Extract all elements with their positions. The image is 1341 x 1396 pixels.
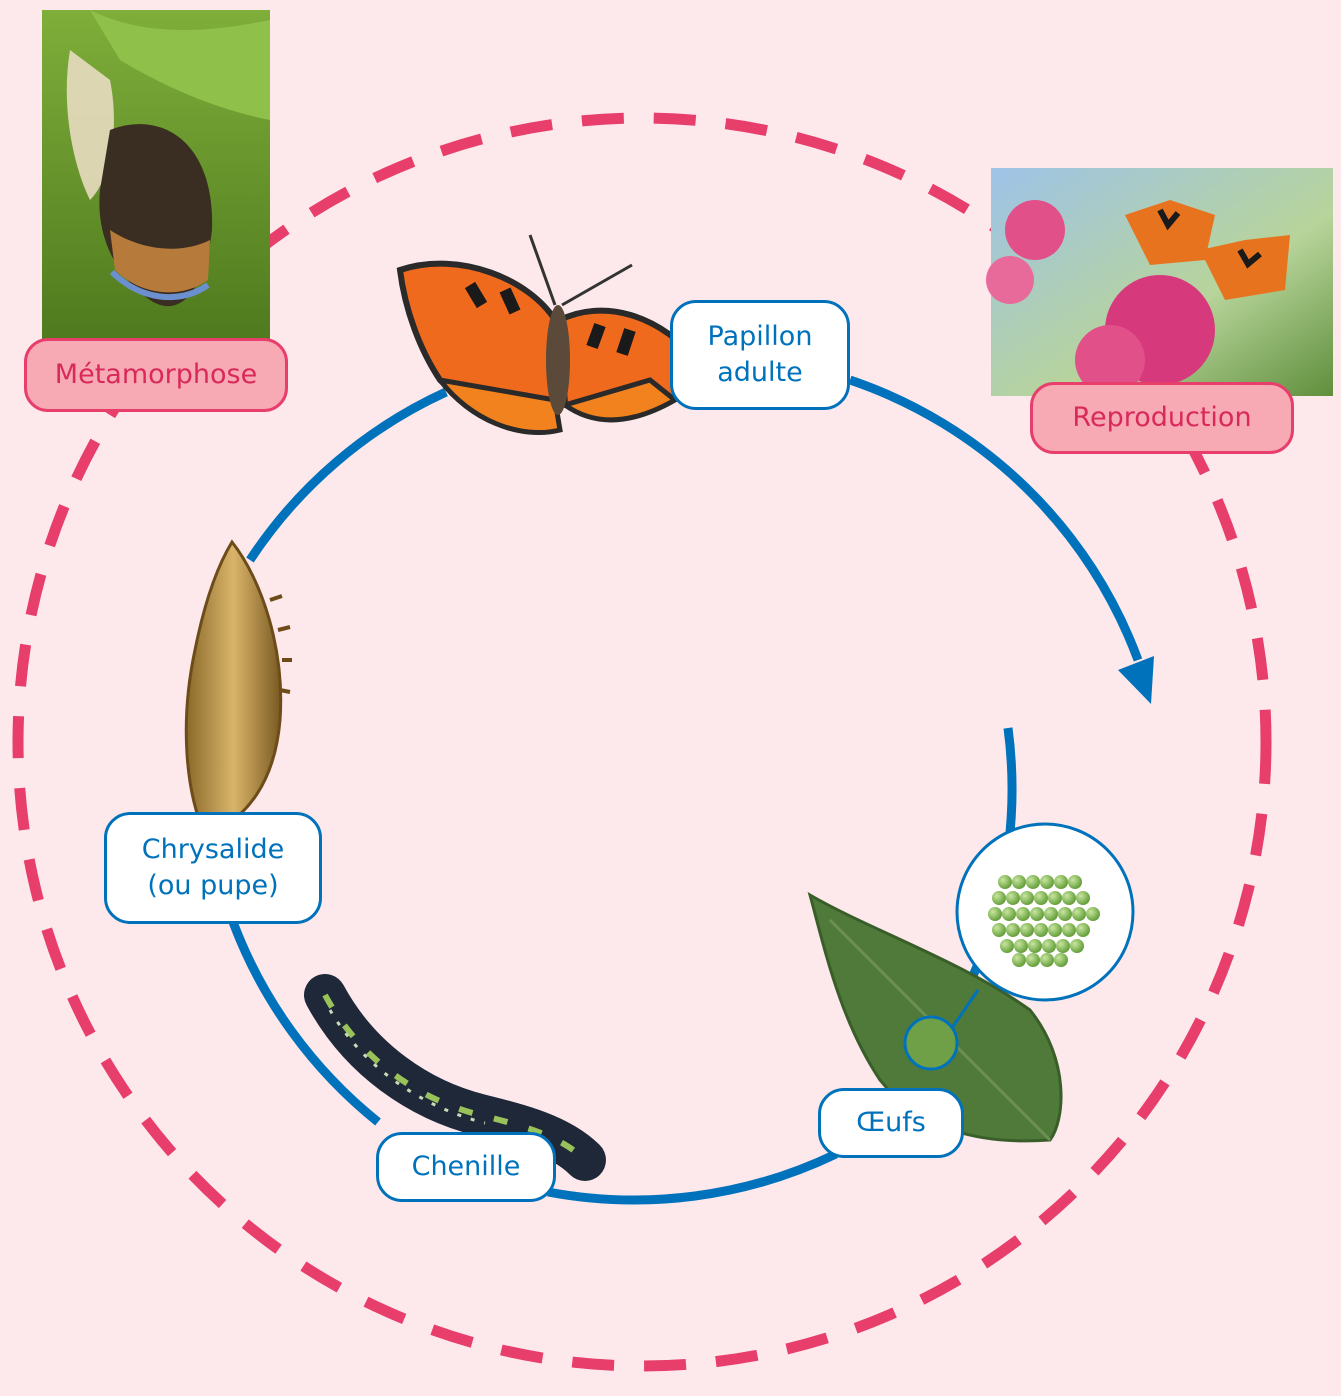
egg bbox=[1048, 891, 1062, 905]
egg bbox=[992, 923, 1006, 937]
egg bbox=[1040, 953, 1054, 967]
egg bbox=[1028, 939, 1042, 953]
egg bbox=[1072, 907, 1086, 921]
egg bbox=[998, 875, 1012, 889]
egg bbox=[1020, 923, 1034, 937]
chrysalis-photo bbox=[186, 542, 292, 835]
stage-label-eggs: Œufs bbox=[818, 1088, 964, 1158]
egg bbox=[1040, 875, 1054, 889]
egg bbox=[1020, 891, 1034, 905]
egg bbox=[1044, 907, 1058, 921]
egg bbox=[1056, 939, 1070, 953]
egg bbox=[1062, 891, 1076, 905]
egg bbox=[1054, 953, 1068, 967]
mating-butterflies-on-flower-photo bbox=[986, 168, 1333, 396]
stage-label-chrysalis: Chrysalide (ou pupe) bbox=[104, 812, 322, 924]
egg bbox=[1048, 923, 1062, 937]
egg bbox=[988, 907, 1002, 921]
egg bbox=[1042, 939, 1056, 953]
egg bbox=[992, 891, 1006, 905]
stage-label-adult: Papillon adulte bbox=[670, 300, 850, 410]
egg bbox=[1026, 875, 1040, 889]
egg bbox=[1030, 907, 1044, 921]
egg bbox=[1034, 891, 1048, 905]
process-label-reproduction: Reproduction bbox=[1030, 382, 1294, 454]
egg bbox=[1076, 891, 1090, 905]
egg bbox=[1012, 953, 1026, 967]
egg bbox=[1062, 923, 1076, 937]
egg bbox=[1006, 923, 1020, 937]
butterfly-photo bbox=[400, 235, 705, 433]
egg bbox=[1012, 875, 1026, 889]
egg bbox=[1086, 907, 1100, 921]
egg bbox=[1058, 907, 1072, 921]
egg bbox=[1006, 891, 1020, 905]
egg bbox=[1002, 907, 1016, 921]
egg bbox=[1070, 939, 1084, 953]
process-label-metamorphosis: Métamorphose bbox=[24, 338, 288, 412]
emerging-butterfly-photo bbox=[42, 10, 270, 340]
egg bbox=[1054, 875, 1068, 889]
egg bbox=[1000, 939, 1014, 953]
stage-label-caterpillar: Chenille bbox=[376, 1132, 556, 1202]
egg bbox=[1016, 907, 1030, 921]
cycle-arc-chrysalis-to-adult bbox=[250, 392, 446, 560]
egg bbox=[1026, 953, 1040, 967]
egg bbox=[1034, 923, 1048, 937]
cycle-arrowhead bbox=[1118, 656, 1154, 704]
egg bbox=[1014, 939, 1028, 953]
egg bbox=[1068, 875, 1082, 889]
egg bbox=[1076, 923, 1090, 937]
